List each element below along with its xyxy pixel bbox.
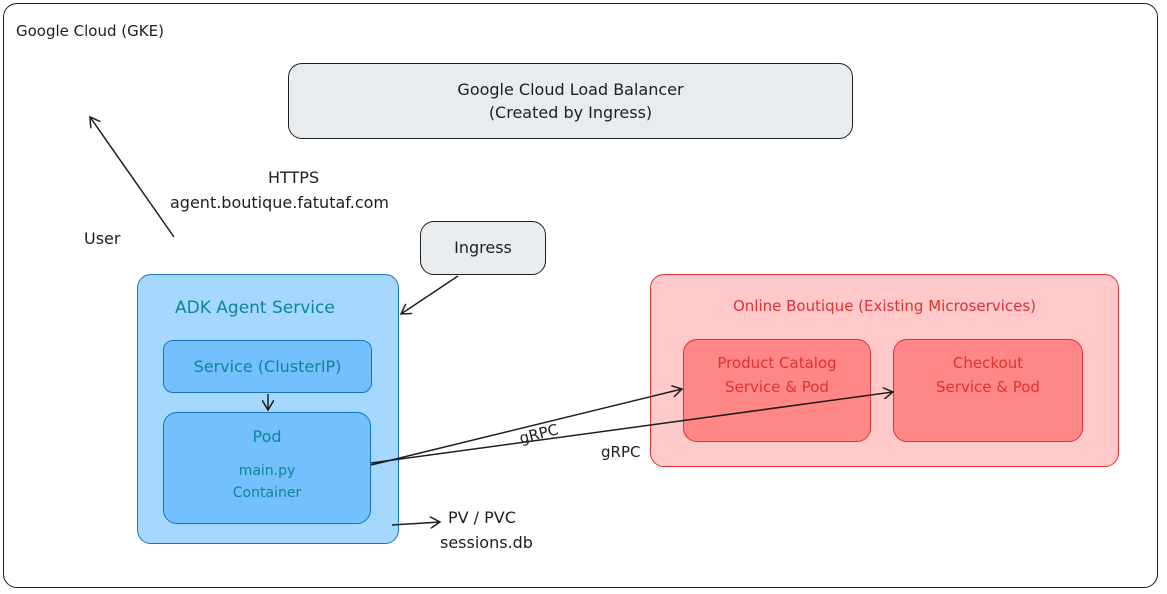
frame-title: Google Cloud (GKE) (16, 22, 164, 40)
gke-cluster-frame (3, 3, 1158, 588)
product-catalog-label: Product Catalog Service & Pod (684, 351, 870, 399)
sessions-db-label: sessions.db (440, 533, 533, 552)
load-balancer-node: Google Cloud Load Balancer (Created by I… (288, 63, 853, 139)
online-boutique-title: Online Boutique (Existing Microservices) (732, 297, 1036, 315)
checkout-line2: Service & Pod (936, 378, 1040, 396)
checkout-label: Checkout Service & Pod (894, 351, 1082, 399)
product-catalog-line1: Product Catalog (717, 354, 837, 372)
pod-title: Pod (252, 427, 282, 446)
ingress-node: Ingress (420, 221, 546, 275)
pod-container-label: main.py Container (163, 460, 371, 504)
pod-node (163, 412, 371, 524)
ingress-label: Ingress (454, 238, 512, 257)
product-catalog-line2: Service & Pod (725, 378, 829, 396)
pv-pvc-label: PV / PVC (448, 508, 516, 527)
load-balancer-title: Google Cloud Load Balancer (457, 80, 684, 99)
checkout-node: Checkout Service & Pod (893, 339, 1083, 442)
cluster-ip-service-node: Service (ClusterIP) (163, 340, 372, 393)
product-catalog-node: Product Catalog Service & Pod (683, 339, 871, 442)
user-label: User (84, 229, 121, 248)
adk-agent-service-title: ADK Agent Service (175, 298, 335, 318)
load-balancer-subtitle: (Created by Ingress) (488, 103, 653, 122)
https-host-label: agent.boutique.fatutaf.com (170, 193, 389, 212)
cluster-ip-service-label: Service (ClusterIP) (193, 357, 342, 376)
pod-container-file: main.py (238, 463, 296, 479)
pod-container-type: Container (232, 485, 302, 501)
checkout-line1: Checkout (952, 354, 1024, 372)
grpc-label-checkout: gRPC (601, 443, 641, 461)
https-label: HTTPS (268, 168, 320, 187)
